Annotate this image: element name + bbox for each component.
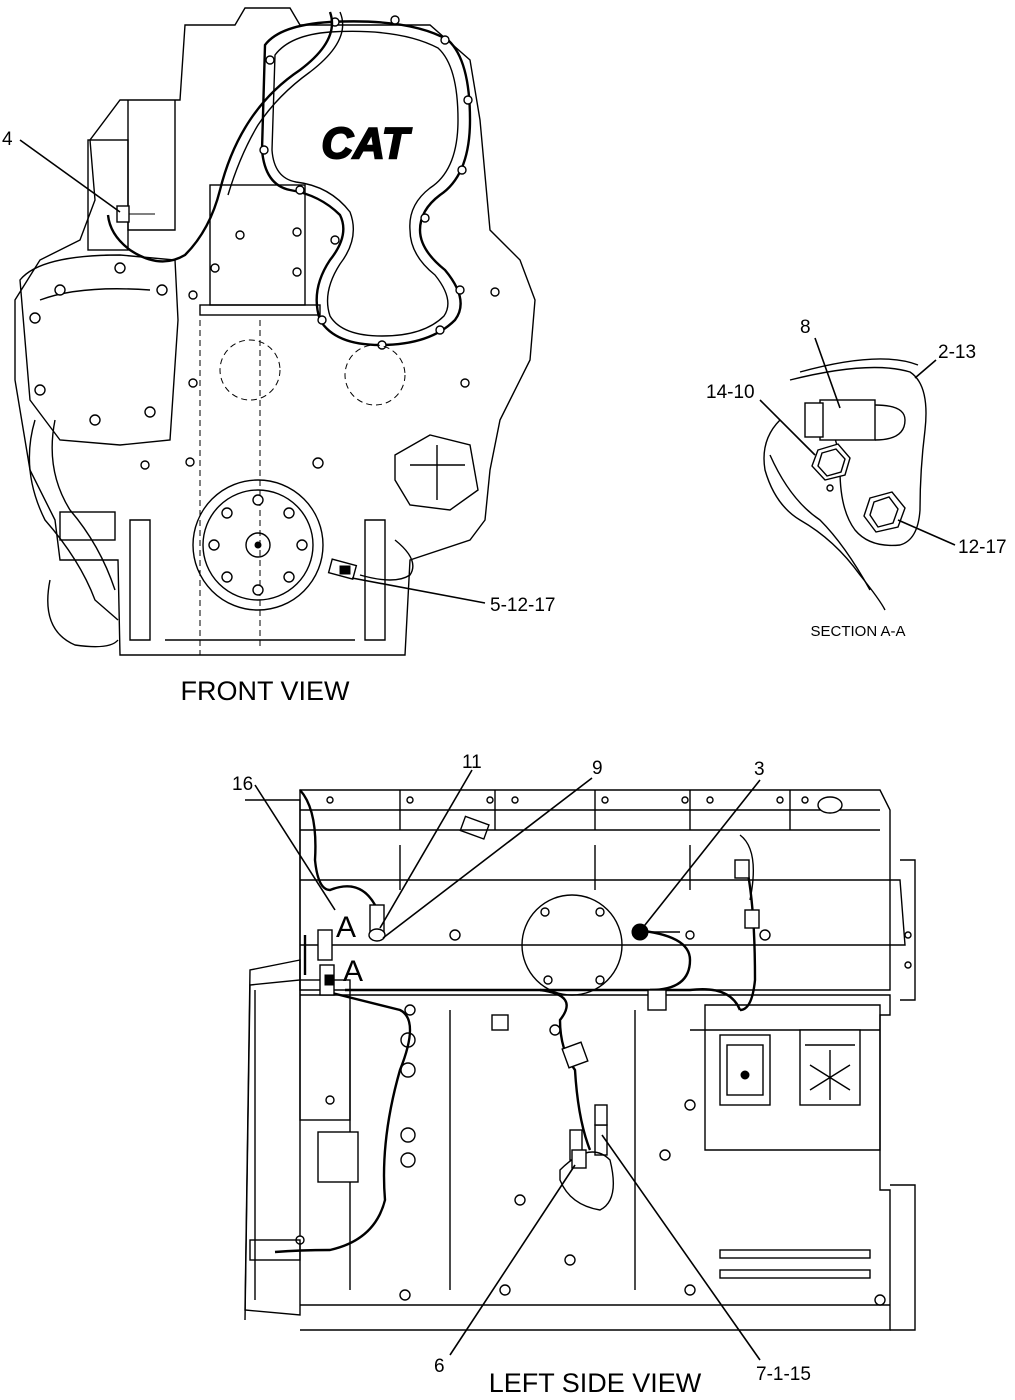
callout-7-1-15: 7-1-15 <box>756 1364 811 1385</box>
section-a-a-drawing <box>763 358 927 611</box>
callout-4: 4 <box>2 129 13 150</box>
leader-4 <box>19 139 121 213</box>
section-mark-a-upper: A <box>336 911 356 944</box>
front-view-title: FRONT VIEW <box>180 676 350 706</box>
front-view-engine-drawing: CAT <box>14 7 536 656</box>
leader-7-1-15 <box>601 1134 761 1361</box>
cat-logo: CAT <box>321 119 411 168</box>
callout-9: 9 <box>592 758 603 779</box>
callout-8: 8 <box>800 317 811 338</box>
callout-5-12-17: 5-12-17 <box>490 595 556 616</box>
callout-6: 6 <box>434 1356 445 1377</box>
callout-3: 3 <box>754 759 765 780</box>
callout-12-17: 12-17 <box>958 537 1007 558</box>
left-side-view-title: LEFT SIDE VIEW <box>489 1368 702 1398</box>
leader-11 <box>379 769 473 929</box>
leader-6 <box>449 1164 576 1356</box>
callout-11: 11 <box>462 752 482 773</box>
leader-9 <box>382 777 593 939</box>
callout-2-13: 2-13 <box>938 342 976 363</box>
leader-8 <box>814 337 841 409</box>
callout-14-10: 14-10 <box>706 382 755 403</box>
callout-16: 16 <box>232 774 253 795</box>
left-side-view-engine-drawing <box>244 789 916 1331</box>
section-a-a-title: SECTION A-A <box>810 623 905 640</box>
leader-5-12-17 <box>351 577 486 604</box>
leader-14-10 <box>759 399 816 456</box>
leader-2-13 <box>914 359 937 379</box>
section-mark-a-lower: A <box>343 955 363 988</box>
leader-3 <box>640 779 761 931</box>
leader-12-17 <box>897 519 956 546</box>
leader-16 <box>254 784 336 911</box>
